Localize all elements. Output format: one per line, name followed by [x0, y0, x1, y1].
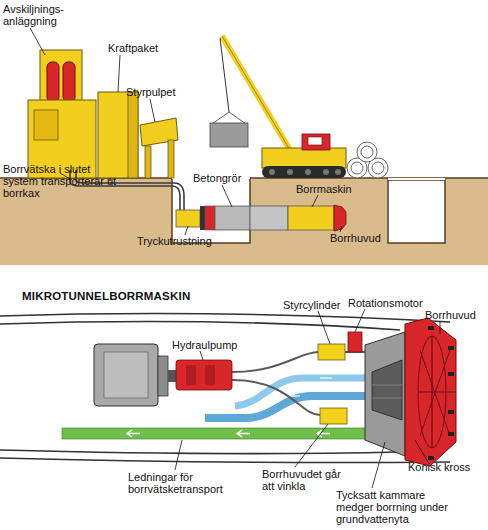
- part-label: Konisk kross: [408, 461, 470, 473]
- rotation-motor: [348, 332, 362, 352]
- ground: [0, 178, 488, 265]
- part-label: Rotationsmotor: [348, 297, 423, 309]
- leader-lines-top: [30, 28, 342, 235]
- leader-lines-bottom: [175, 309, 440, 488]
- part-label: Tycksatt kammare medger borrning under g…: [336, 489, 452, 525]
- part-label: Borrhuvudet går att vinkla: [262, 468, 347, 492]
- power-pack: [98, 92, 138, 178]
- part-label: Styrcylinder: [283, 299, 340, 311]
- hydraulic-pump: [94, 344, 232, 406]
- part-label: Ledningar för borrvätsketransport: [128, 471, 240, 495]
- cutter-head: [405, 318, 456, 466]
- pressure-chamber: [365, 332, 405, 456]
- cables: [232, 352, 365, 415]
- part-label: Tryckutrustning: [137, 235, 212, 247]
- crane: [210, 36, 346, 178]
- section-title: MIKROTUNNELBORRMASKIN: [22, 290, 190, 303]
- green-return-line: [62, 428, 407, 439]
- part-label: Borrmaskin: [296, 183, 352, 195]
- part-label: Styrpulpet: [126, 86, 176, 98]
- part-label: Avskiljnings- anläggning: [3, 3, 78, 27]
- steering-cylinders: [318, 344, 347, 424]
- pipe-stack: [347, 142, 388, 178]
- part-label: Borrvätska i slutet system transporterar…: [3, 163, 118, 199]
- part-label: Borrhuvud: [425, 309, 476, 321]
- separation-plant: [28, 50, 96, 178]
- part-label: Kraftpaket: [108, 42, 158, 54]
- part-label: Betongrör: [193, 172, 241, 184]
- control-desk: [140, 118, 178, 178]
- tube-wall: [0, 314, 450, 463]
- part-label: Hydraulpump: [172, 339, 237, 351]
- pipe-string: [176, 205, 346, 231]
- part-label: Borrhuvud: [330, 232, 381, 244]
